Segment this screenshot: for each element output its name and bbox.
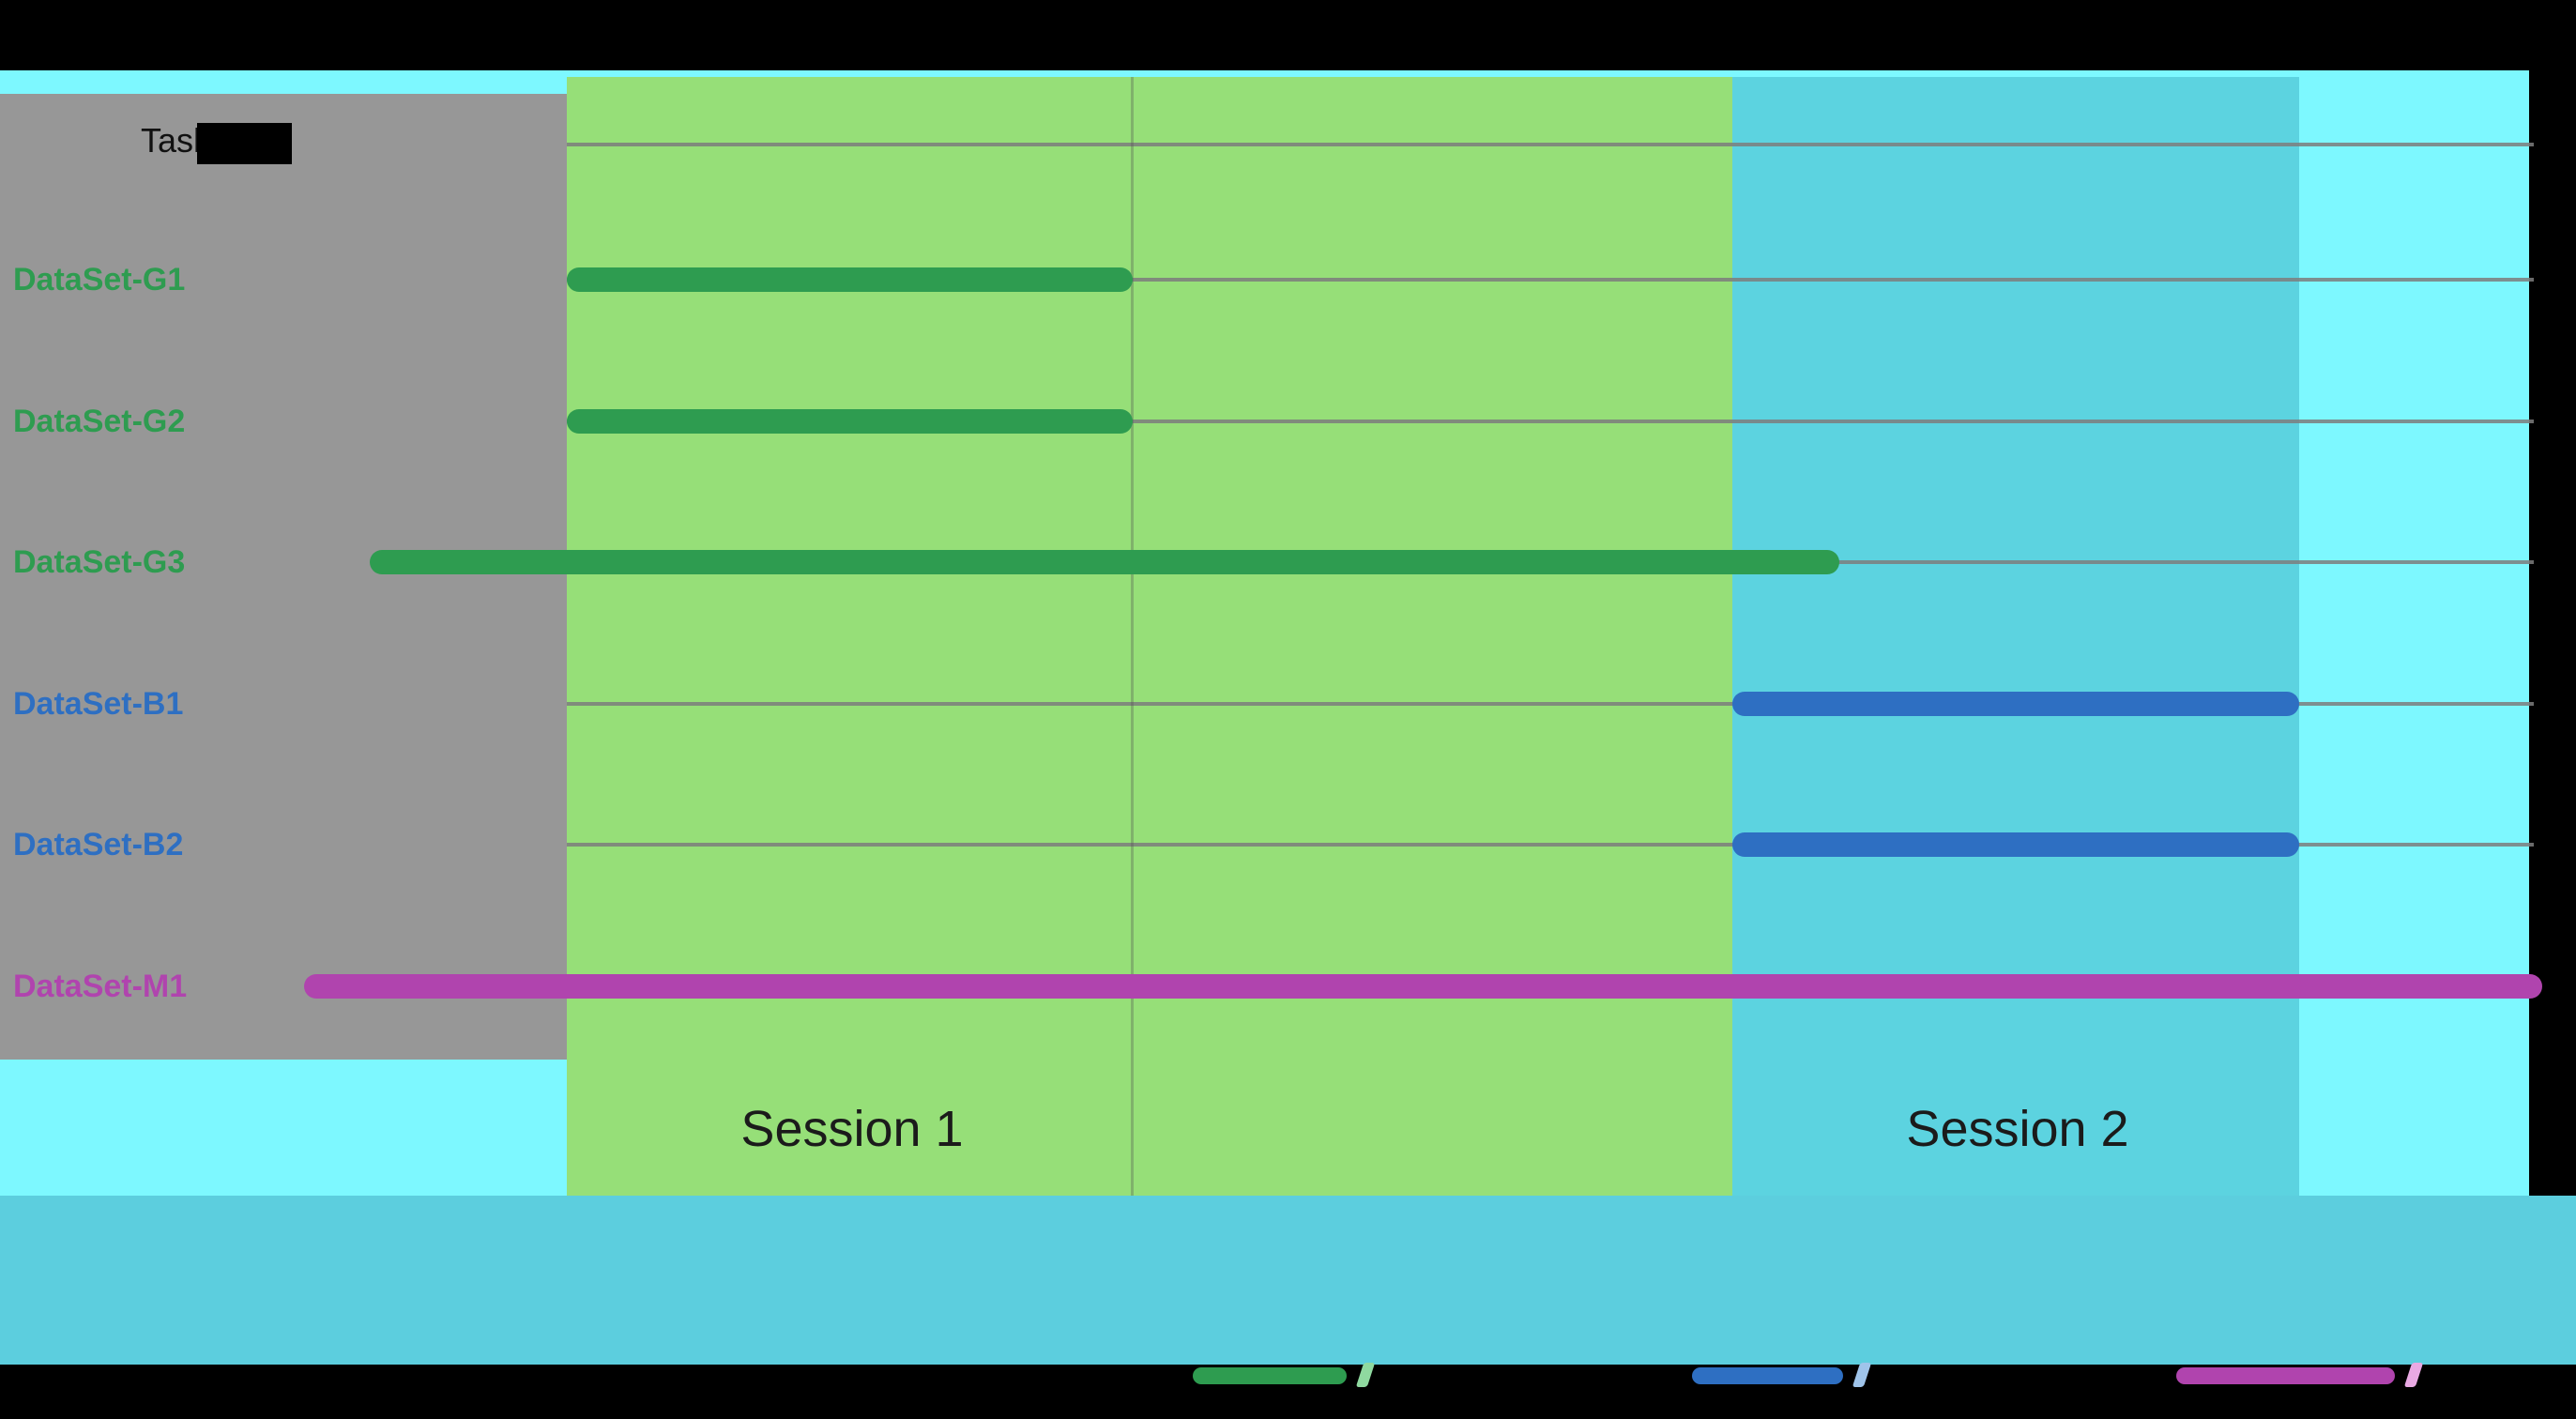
task-label: DataSet-G1 (13, 262, 186, 298)
legend-slash-mark-3 (2403, 1363, 2424, 1387)
session1-label: Session 1 (740, 1101, 964, 1157)
legend-swatch-1[interactable] (1193, 1367, 1347, 1384)
task-bar (1732, 691, 2299, 716)
horizontal-gridline (567, 143, 2534, 146)
legend-slash-mark-1 (1355, 1363, 1376, 1387)
header-redaction-box (197, 123, 292, 164)
session-panel-2 (1732, 77, 2299, 1196)
task-label: DataSet-B2 (13, 827, 184, 862)
task-bar (1732, 832, 2299, 857)
task-label: DataSet-M1 (13, 968, 188, 1004)
task-bar (369, 550, 1839, 574)
legend-slash-mark-2 (1852, 1363, 1872, 1387)
task-label: DataSet-G2 (13, 403, 186, 439)
vertical-gridline (1131, 77, 1134, 1196)
session-panel-1 (567, 77, 1732, 1196)
legend-swatch-3[interactable] (2176, 1367, 2395, 1384)
task-label: DataSet-G3 (13, 544, 186, 580)
task-bar (567, 408, 1133, 434)
horizontal-gridline (567, 278, 2534, 282)
pre-session-panel (0, 94, 567, 1060)
bottom-cyan-band (0, 1196, 2576, 1365)
task-label: DataSet-B1 (13, 685, 184, 722)
horizontal-gridline (567, 419, 2534, 423)
task-bar (303, 973, 2543, 999)
legend-swatch-2[interactable] (1692, 1367, 1843, 1384)
horizontal-gridline (567, 701, 2534, 706)
horizontal-gridline (567, 843, 2534, 847)
session2-label: Session 2 (1906, 1101, 2129, 1157)
task-bar (567, 267, 1133, 292)
